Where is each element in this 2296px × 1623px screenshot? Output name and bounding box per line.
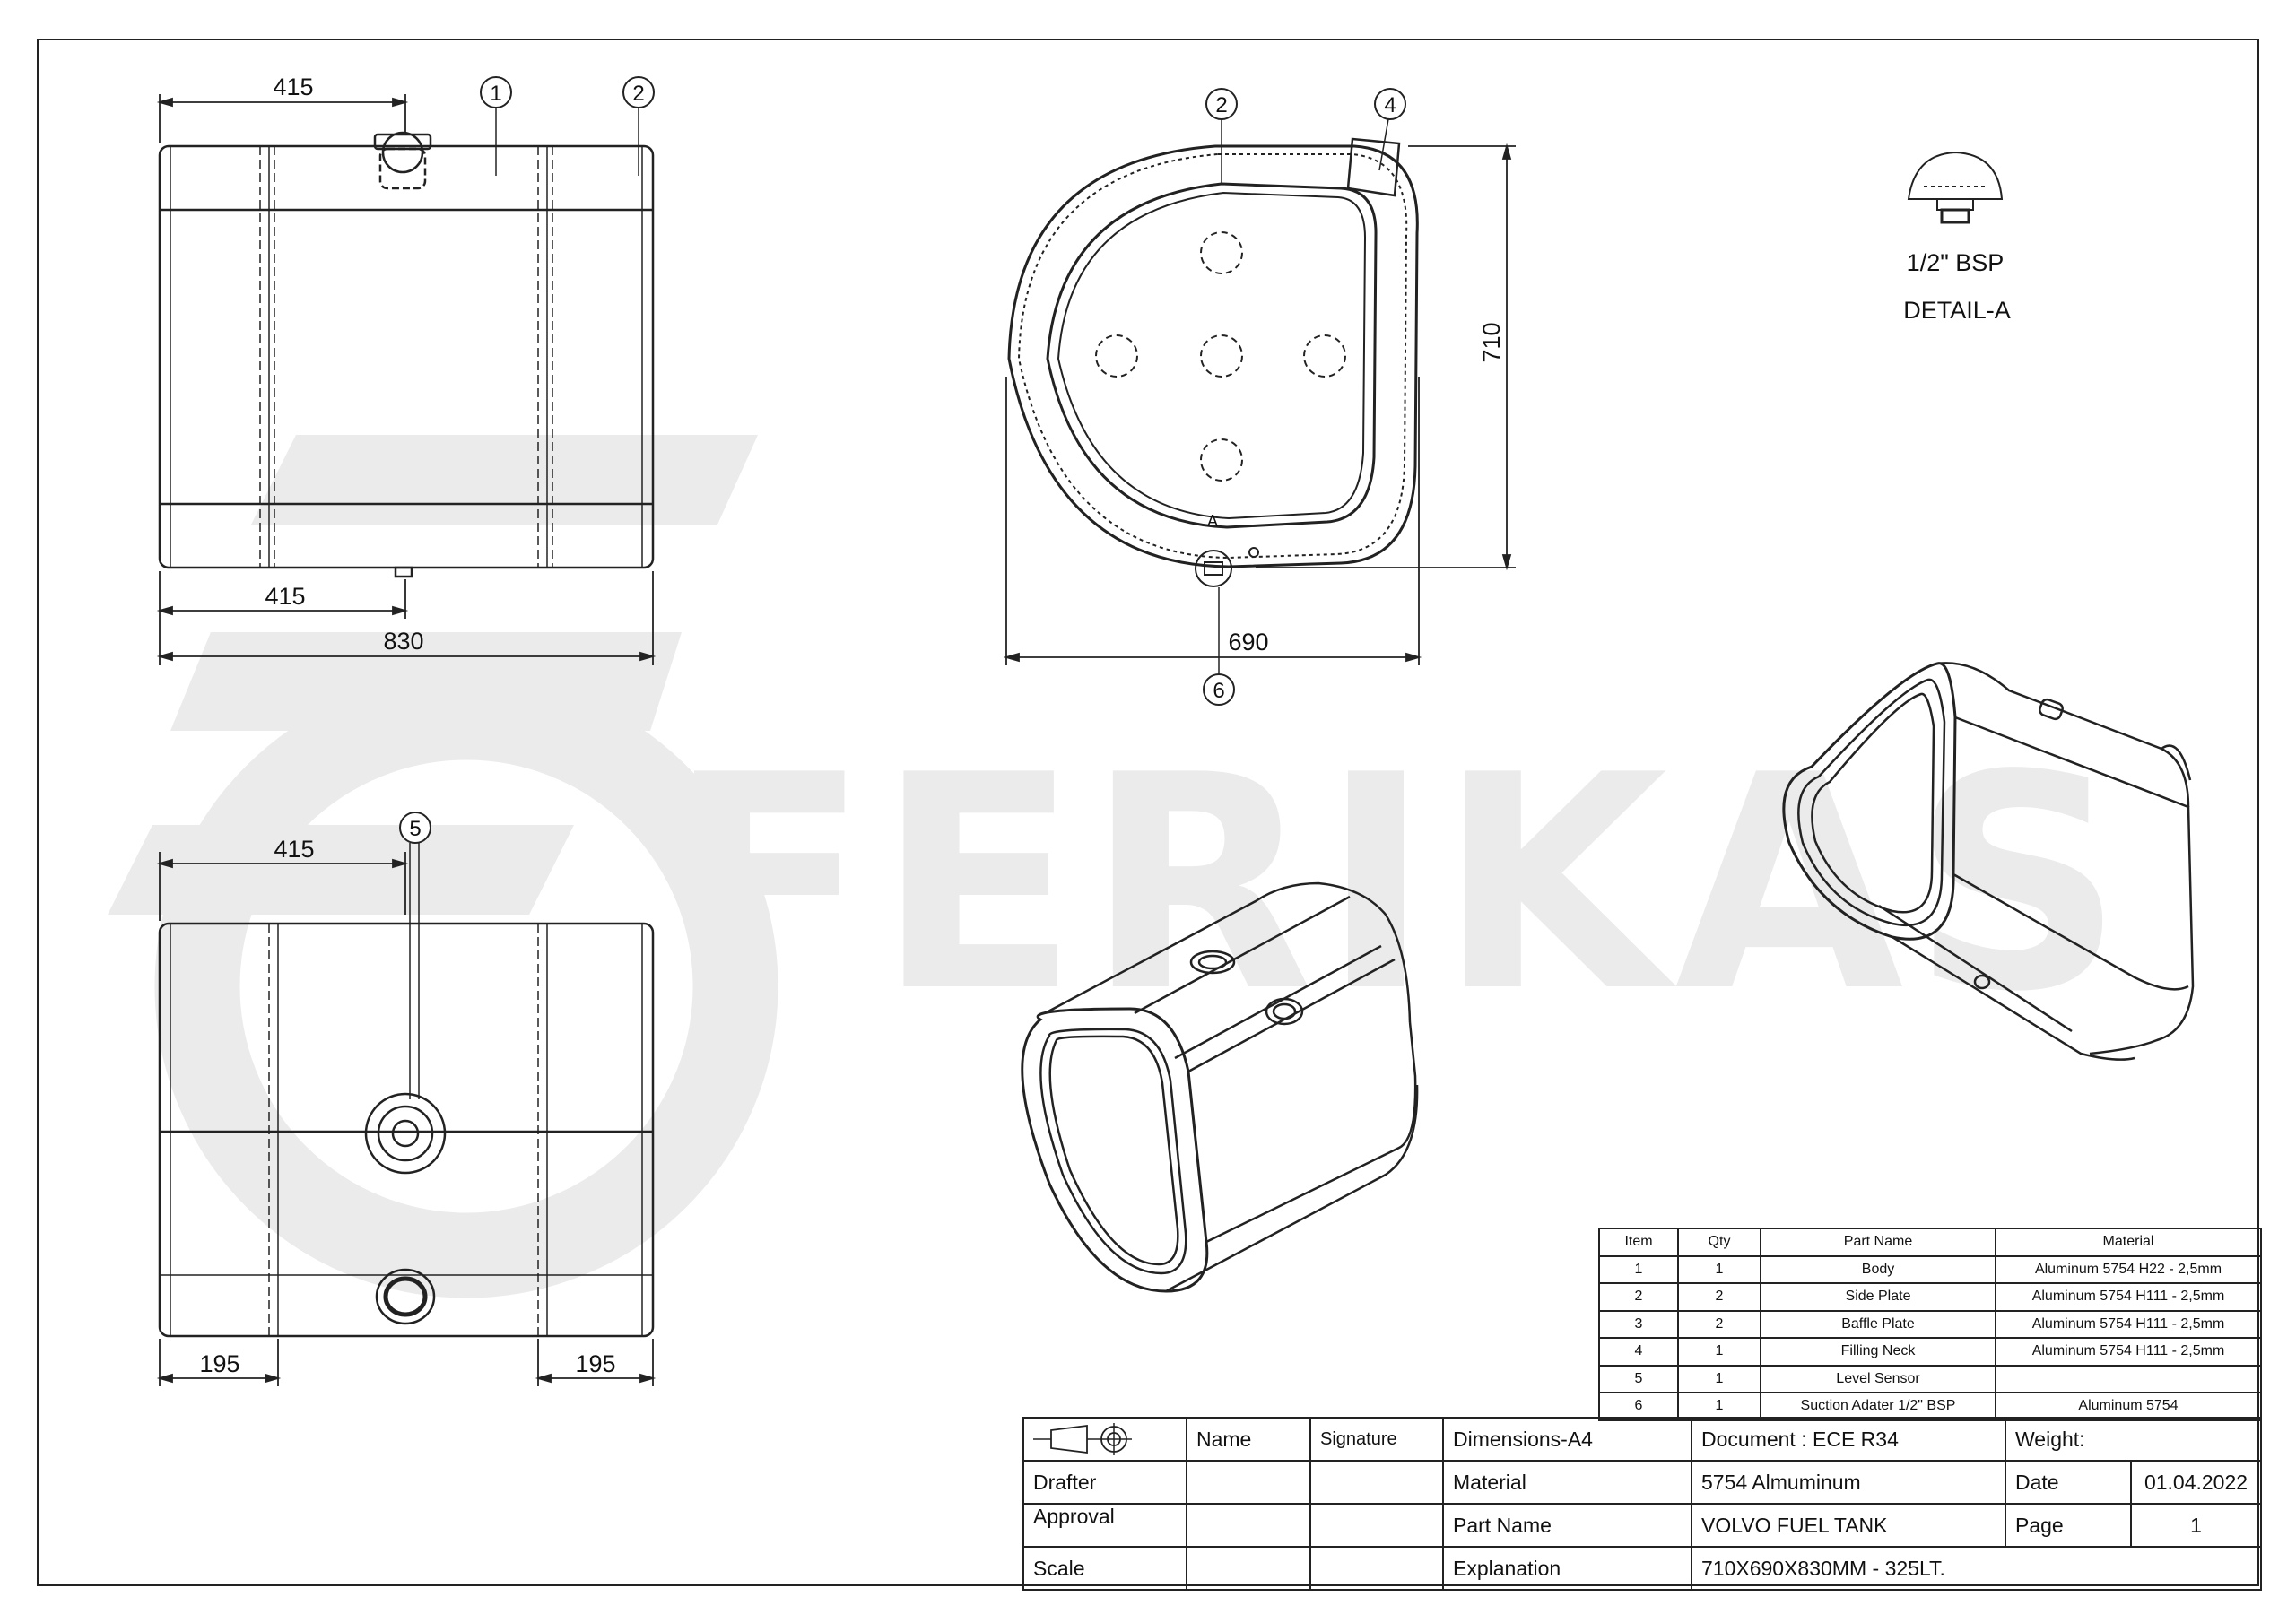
bom-cell-part-name: Level Sensor — [1760, 1364, 1996, 1393]
front-view — [158, 131, 655, 578]
svg-text:1: 1 — [490, 82, 501, 106]
svg-text:4: 4 — [1384, 93, 1396, 117]
tb-explanation-value: 710X690X830MM - 325LT. — [1691, 1546, 2262, 1591]
bom-cell-part-name: Baffle Plate — [1760, 1309, 1996, 1339]
dim-bottom-right: 195 — [575, 1350, 615, 1377]
bom-cell-part-name: Body — [1760, 1254, 1996, 1284]
balloon-side-neck: 4 — [1374, 88, 1406, 171]
tb-weight: Weight: — [2005, 1417, 2262, 1462]
bom-cell-material — [1995, 1364, 2262, 1393]
dim-front-length: 830 — [383, 628, 423, 655]
projection-symbol — [1022, 1417, 1187, 1462]
tb-name-header: Name — [1186, 1417, 1311, 1462]
bom-row: 1 1 Body Aluminum 5754 H22 - 2,5mm — [1598, 1254, 2262, 1284]
balloon-front-body: 1 — [480, 76, 512, 176]
dim-front-top: 415 — [273, 74, 313, 100]
bom-row: 3 2 Baffle Plate Aluminum 5754 H111 - 2,… — [1598, 1309, 2262, 1339]
dim-side-height: 710 — [1478, 322, 1505, 362]
projection-icon — [1033, 1423, 1132, 1455]
side-view — [1007, 137, 1419, 587]
bom-cell-qty: 2 — [1677, 1282, 1761, 1312]
svg-text:2: 2 — [632, 82, 644, 106]
bom-row: 4 1 Filling Neck Aluminum 5754 H111 - 2,… — [1598, 1337, 2262, 1367]
bom-row: 6 1 Suction Adater 1/2" BSP Aluminum 575… — [1598, 1392, 2262, 1421]
tb-date-label: Date — [2005, 1460, 2132, 1505]
tb-scale-signature — [1309, 1546, 1444, 1591]
bom-cell-material: Aluminum 5754 — [1995, 1392, 2262, 1421]
iso-view-front — [1021, 881, 1419, 1293]
bom-cell-material: Aluminum 5754 H111 - 2,5mm — [1995, 1282, 2262, 1312]
balloon-front-side-plate: 2 — [622, 76, 655, 176]
svg-text:5: 5 — [409, 817, 421, 841]
bom-cell-item: 2 — [1598, 1282, 1679, 1312]
side-marker-a: A — [1207, 512, 1218, 530]
tb-approval-signature — [1309, 1503, 1444, 1548]
bom-cell-qty: 1 — [1677, 1254, 1761, 1284]
tb-dimensions: Dimensions-A4 — [1442, 1417, 1692, 1462]
tb-explanation-label: Explanation — [1442, 1546, 1692, 1591]
dim-side-width: 690 — [1228, 629, 1268, 655]
tb-approval: Approval — [1022, 1503, 1187, 1548]
tb-scale-name — [1186, 1546, 1311, 1591]
bom-cell-part-name: Side Plate — [1760, 1282, 1996, 1312]
bom-header-part-name: Part Name — [1760, 1228, 1996, 1257]
tb-page-label: Page — [2005, 1503, 2132, 1548]
bom-cell-qty: 2 — [1677, 1309, 1761, 1339]
tb-drafter-name — [1186, 1460, 1311, 1505]
bom-cell-item: 6 — [1598, 1392, 1679, 1421]
svg-text:6: 6 — [1213, 679, 1224, 703]
bom-cell-part-name: Suction Adater 1/2" BSP — [1760, 1392, 1996, 1421]
bom-header-row: Item Qty Part Name Material — [1598, 1228, 2262, 1257]
bom-cell-material: Aluminum 5754 H111 - 2,5mm — [1995, 1309, 2262, 1339]
tb-partname-label: Part Name — [1442, 1503, 1692, 1548]
bom-header-qty: Qty — [1677, 1228, 1761, 1257]
bom-cell-part-name: Filling Neck — [1760, 1337, 1996, 1367]
dim-front-bottom: 415 — [265, 583, 305, 610]
tb-approval-name — [1186, 1503, 1311, 1548]
title-block: Name Signature Dimensions-A4 Document : … — [1022, 1417, 2262, 1591]
tb-date-value: 01.04.2022 — [2130, 1460, 2262, 1505]
balloon-side-suction: 6 — [1203, 587, 1235, 706]
balloon-side-baffle: 2 — [1205, 88, 1238, 184]
bom-cell-item: 4 — [1598, 1337, 1679, 1367]
bom-row: 2 2 Side Plate Aluminum 5754 H111 - 2,5m… — [1598, 1282, 2262, 1312]
balloon-bottom-sensor: 5 — [399, 812, 431, 1099]
dim-bottom-offset: 415 — [274, 836, 314, 863]
detail-thread: 1/2" BSP — [1907, 249, 2005, 276]
bom-cell-qty: 1 — [1677, 1364, 1761, 1393]
tb-scale: Scale — [1022, 1546, 1187, 1591]
bom-cell-qty: 1 — [1677, 1392, 1761, 1421]
bom-header-material: Material — [1995, 1228, 2262, 1257]
tb-material-value: 5754 Almuminum — [1691, 1460, 2006, 1505]
tb-partname-value: VOLVO FUEL TANK — [1691, 1503, 2006, 1548]
bom-cell-item: 1 — [1598, 1254, 1679, 1284]
bom-cell-material: Aluminum 5754 H111 - 2,5mm — [1995, 1337, 2262, 1367]
bom-header-item: Item — [1598, 1228, 1679, 1257]
bottom-dim-lines — [156, 852, 657, 1386]
bom-cell-item: 5 — [1598, 1364, 1679, 1393]
detail-a-cap — [1907, 151, 2004, 224]
bom-row: 5 1 Level Sensor — [1598, 1364, 2262, 1393]
watermark-text: FERIKAS — [667, 712, 2132, 1056]
side-dim-lines — [1003, 143, 1516, 665]
bom-cell-item: 3 — [1598, 1309, 1679, 1339]
tb-material-label: Material — [1442, 1460, 1692, 1505]
tb-drafter-signature — [1309, 1460, 1444, 1505]
bottom-view — [158, 922, 655, 1338]
watermark-logo — [108, 435, 778, 1298]
bom-cell-material: Aluminum 5754 H22 - 2,5mm — [1995, 1254, 2262, 1284]
dim-bottom-left: 195 — [199, 1350, 239, 1377]
tb-signature-header: Signature — [1309, 1417, 1444, 1462]
iso-view-rear — [1782, 662, 2195, 1061]
bill-of-materials: Item Qty Part Name Material 1 1 Body Alu… — [1598, 1228, 2262, 1421]
svg-text:2: 2 — [1215, 93, 1227, 117]
tb-page-value: 1 — [2130, 1503, 2262, 1548]
tb-document: Document : ECE R34 — [1691, 1417, 2006, 1462]
bom-cell-qty: 1 — [1677, 1337, 1761, 1367]
detail-title: DETAIL-A — [1903, 297, 2011, 324]
front-dim-lines — [156, 94, 657, 665]
tb-drafter: Drafter — [1022, 1460, 1187, 1505]
